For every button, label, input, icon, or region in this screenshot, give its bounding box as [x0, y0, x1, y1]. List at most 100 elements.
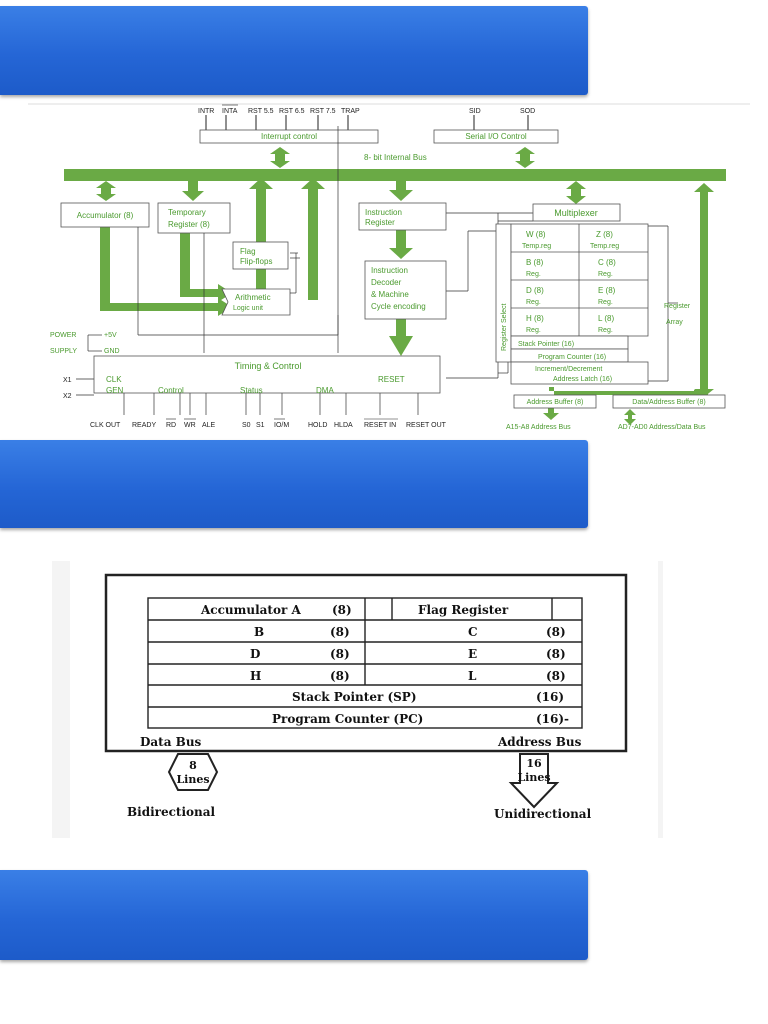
- multiplexer-label: Multiplexer: [554, 208, 598, 218]
- data-lines-label: Lines: [176, 773, 209, 786]
- pin-ready: READY: [132, 422, 156, 429]
- accumulator-a-size: (8): [332, 603, 352, 617]
- reg-h: H (8): [526, 314, 544, 323]
- incdec-label-2: Address Latch (16): [553, 376, 612, 383]
- pin-s1: S1: [256, 422, 265, 429]
- unidirectional-label: Unidirectional: [494, 807, 592, 821]
- pin-reset-out: RESET OUT: [406, 422, 447, 429]
- gen-label: GEN: [106, 386, 124, 395]
- ir-label-1: Instruction: [365, 208, 402, 217]
- internal-bus-label: 8- bit Internal Bus: [364, 153, 427, 162]
- register-model-figure: Accumulator A (8) Flag Register B (8) C …: [52, 561, 663, 838]
- x2-label: X2: [63, 393, 72, 400]
- register-array-label-2: Array: [666, 319, 683, 326]
- reg-h-label: H: [250, 669, 261, 683]
- alu-block: [221, 288, 291, 316]
- register-select-label: Register Select: [501, 303, 508, 351]
- reg-b-sub: Reg.: [526, 271, 541, 278]
- supply-label: SUPPLY: [50, 348, 77, 355]
- flag-label-2: Flip-flops: [240, 257, 272, 266]
- reg-b-label: B: [254, 625, 264, 639]
- reset-label: RESET: [378, 375, 405, 384]
- register-grid: [147, 597, 583, 729]
- reg-z-sub: Temp.reg: [590, 243, 619, 250]
- address-buffer-label: Address Buffer (8): [527, 399, 584, 406]
- reg-d-label: D: [250, 647, 260, 661]
- reg-c: C (8): [598, 258, 616, 267]
- pin-intr: INTR: [198, 108, 214, 115]
- block-diagram-8085: INTR INTA RST 5.5 RST 6.5 RST 7.5 TRAP S…: [28, 103, 750, 431]
- program-counter-size: (16)-: [536, 712, 569, 726]
- dma-label: DMA: [316, 386, 334, 395]
- pin-hold: HOLD: [308, 422, 327, 429]
- temp-register-label-2: Register (8): [168, 220, 210, 229]
- register-array: [510, 223, 649, 385]
- decoder-label-1: Instruction: [371, 266, 408, 275]
- reg-c-label: C: [468, 625, 478, 639]
- stack-pointer-label: Stack Pointer (SP): [292, 690, 417, 704]
- reg-h-size: (8): [330, 669, 350, 683]
- control-label: Control: [158, 386, 184, 395]
- data-address-buffer-label: Data/Address Buffer (8): [632, 399, 705, 406]
- accumulator-label: Accumulator (8): [77, 211, 134, 220]
- pin-clk-out: CLK OUT: [90, 422, 121, 429]
- incdec-label-1: Increment/Decrement: [535, 366, 602, 373]
- reg-l-label: L: [468, 669, 477, 683]
- reg-l-size: (8): [546, 669, 566, 683]
- reg-d: D (8): [526, 286, 544, 295]
- pin-rst65: RST 6.5: [279, 108, 305, 115]
- flag-register-label: Flag Register: [418, 603, 509, 617]
- address-buffer-block: [513, 394, 597, 409]
- program-counter-label: Program Counter (16): [538, 354, 606, 361]
- cpu-outline: [104, 573, 628, 753]
- decoder-label-4: Cycle encoding: [371, 302, 426, 311]
- stack-pointer-label: Stack Pointer (16): [518, 341, 574, 348]
- pin-rst55: RST 5.5: [248, 108, 274, 115]
- ir-label-2: Register: [365, 218, 395, 227]
- reg-l: L (8): [598, 314, 614, 323]
- pin-inta: INTA: [222, 108, 238, 115]
- reg-w: W (8): [526, 230, 546, 239]
- pin-iom: IO/M: [274, 422, 289, 429]
- reg-b-size: (8): [330, 625, 350, 639]
- reg-e-size: (8): [546, 647, 566, 661]
- serial-io-block: [433, 129, 559, 144]
- interrupt-control-block: [199, 129, 379, 144]
- title-banner-3: [0, 870, 588, 960]
- data-address-buffer-block: [612, 394, 726, 409]
- internal-bus-paths: [64, 147, 726, 425]
- address-bus-label: Address Bus: [497, 735, 582, 749]
- interrupt-control-label: Interrupt control: [261, 132, 317, 141]
- reg-z: Z (8): [596, 230, 613, 239]
- reg-e-label: E: [468, 647, 477, 661]
- decoder-label-2: Decoder: [371, 278, 402, 287]
- address-lines-label: Lines: [517, 771, 550, 784]
- instruction-register-block: [358, 202, 447, 231]
- x1-label: X1: [63, 377, 72, 384]
- pin-rd: RD: [166, 422, 176, 429]
- timing-control-label: Timing & Control: [235, 361, 302, 371]
- reg-e-sub: Reg.: [598, 299, 613, 306]
- flag-label-1: Flag: [240, 247, 256, 256]
- data-bus-label: Data Bus: [140, 735, 202, 749]
- reg-c-size: (8): [546, 625, 566, 639]
- temp-register-block: [157, 202, 231, 234]
- bidirectional-arrow: [167, 753, 219, 791]
- timing-control-block: [93, 355, 441, 394]
- pin-trap: TRAP: [341, 108, 360, 115]
- temp-register-label-1: Temporary: [168, 208, 206, 217]
- reg-w-sub: Temp.reg: [522, 243, 551, 250]
- reg-h-sub: Reg.: [526, 327, 541, 334]
- data-lines-count: 8: [189, 759, 197, 772]
- reg-d-sub: Reg.: [526, 299, 541, 306]
- gnd-label: GND: [104, 348, 120, 355]
- instruction-decoder-block: [364, 260, 447, 320]
- serial-io-label: Serial I/O Control: [465, 132, 527, 141]
- alu-label-1: Arithmetic: [235, 293, 271, 302]
- pin-wr: WR: [184, 422, 196, 429]
- address-lines-count: 16: [526, 757, 542, 770]
- reg-l-sub: Reg.: [598, 327, 613, 334]
- pin-s0: S0: [242, 422, 251, 429]
- bidirectional-label: Bidirectional: [127, 805, 216, 819]
- reg-e: E (8): [598, 286, 616, 295]
